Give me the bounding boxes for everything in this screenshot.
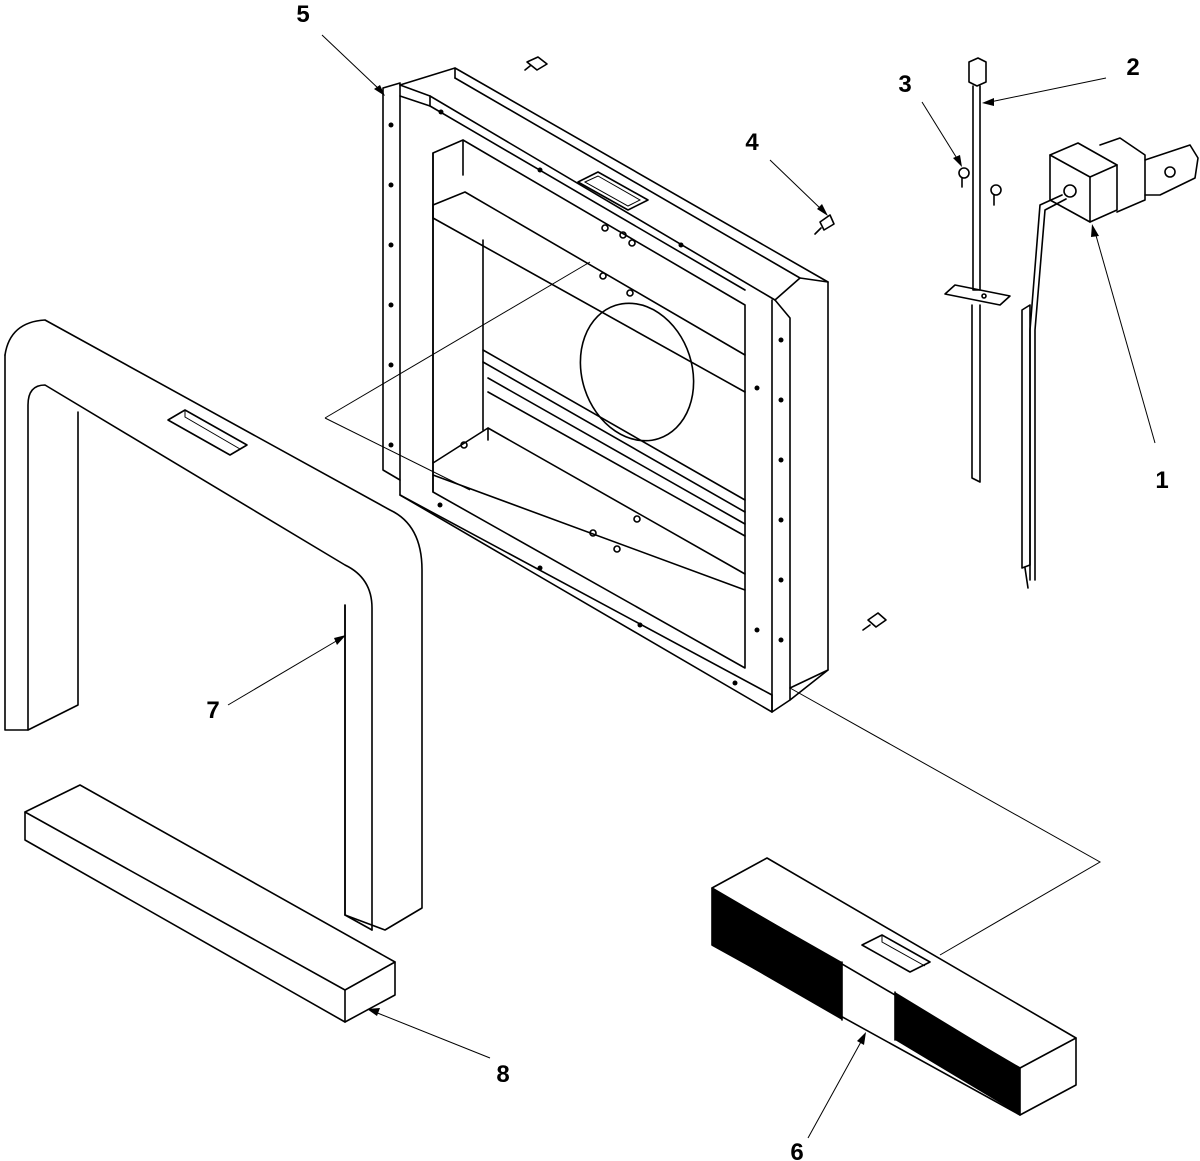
leader-lines: [227, 34, 1156, 1139]
screw-fastener: [862, 612, 887, 631]
callout-6: 6: [790, 1139, 803, 1161]
sensor-probe: [944, 57, 1011, 483]
screw-small: [990, 184, 1002, 206]
housing-sleeve: [382, 67, 829, 713]
callout-1: 1: [1155, 467, 1168, 494]
frame-u-shaped: [4, 319, 423, 931]
screw-small: [958, 167, 970, 188]
callout-2: 2: [1126, 54, 1139, 81]
trim-bar: [24, 784, 396, 1023]
callout-4: 4: [745, 129, 759, 156]
grille-panel: [711, 857, 1077, 1116]
callout-3: 3: [898, 71, 911, 98]
thermostat: [1021, 137, 1199, 589]
callout-7: 7: [206, 697, 219, 724]
callout-8: 8: [496, 1061, 509, 1088]
callout-5: 5: [296, 1, 309, 28]
assembly-lines: [324, 261, 1102, 956]
screw-fastener: [814, 214, 835, 235]
screw-fastener: [524, 56, 548, 71]
